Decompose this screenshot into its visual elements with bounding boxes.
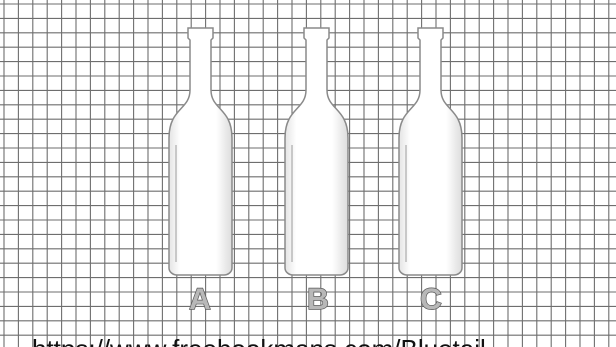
source-caption: https://www.freebookmaps.com/Bluetail xyxy=(32,334,486,347)
bottle-a-label: A xyxy=(189,283,211,316)
bottle-b-label: B xyxy=(307,283,329,316)
bottle-c-label: C xyxy=(420,283,442,316)
